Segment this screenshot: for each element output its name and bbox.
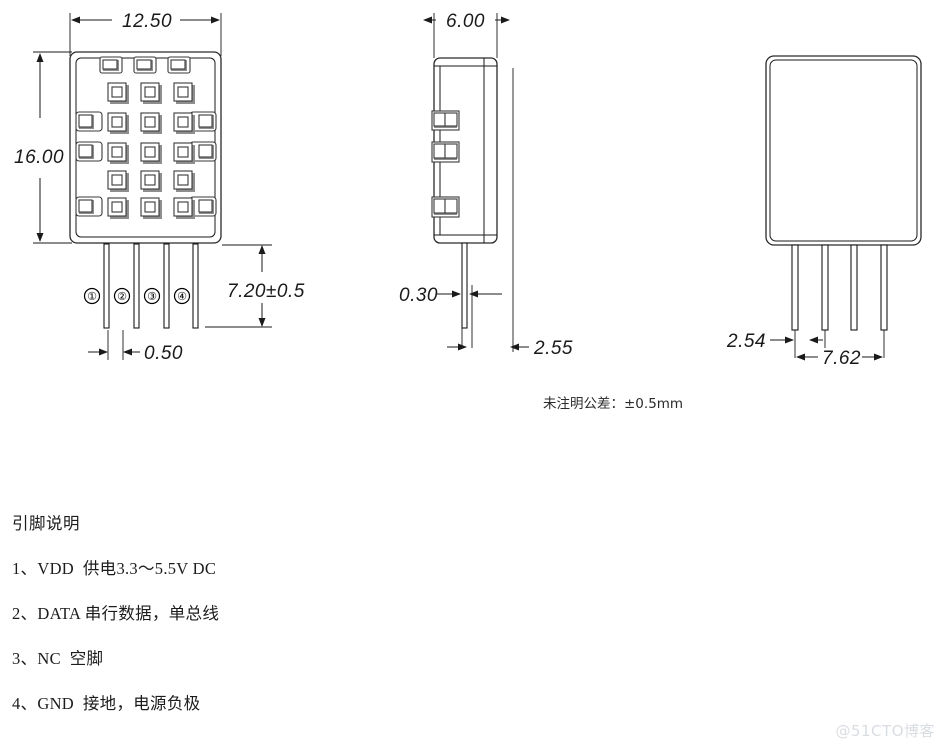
- dimension-front-width-label: 12.50: [122, 11, 172, 32]
- dimension-front-pin-width: 0.50: [88, 343, 183, 364]
- dimension-side-thickness: 6.00: [423, 11, 510, 32]
- dimension-rear-pin-span-label: 7.62: [822, 348, 861, 369]
- pin-marker-2: ②: [113, 287, 131, 305]
- dimension-side-pin-thickness-label: 0.30: [399, 285, 438, 306]
- dimension-rear-pin-pitch: 2.54: [726, 331, 823, 352]
- front-left-tabs: [75, 111, 103, 217]
- legend-title: 引脚说明: [12, 514, 80, 533]
- dimension-side-pin-offset: 2.55: [447, 338, 573, 359]
- dimension-rear-pin-pitch-label: 2.54: [726, 331, 766, 352]
- dimension-rear-pin-span: 7.62: [796, 348, 883, 369]
- front-pin-markers: ① ② ③ ④: [83, 287, 191, 305]
- dimension-front-height-label: 16.00: [14, 147, 64, 168]
- dimension-front-width: 12.50: [71, 11, 220, 32]
- tolerance-note: 未注明公差：±0.5mm: [543, 396, 684, 412]
- legend-item-2: 2、DATA 串行数据，单总线: [12, 604, 220, 623]
- pin-marker-3-label: ③: [147, 291, 157, 303]
- pin-description-legend: 引脚说明 1、VDD 供电3.3～5.5V DC 2、DATA 串行数据，单总线…: [12, 510, 572, 735]
- rear-pins: [791, 244, 888, 331]
- dimension-front-pin-width-label: 0.50: [144, 343, 183, 364]
- dimension-side-pin-thickness: 0.30: [399, 285, 502, 306]
- dimension-front-pin-length-label: 7.20±0.5: [227, 281, 305, 302]
- legend-item-4: 4、GND 接地，电源负极: [12, 694, 201, 713]
- pin-marker-3: ③: [143, 287, 161, 305]
- front-view: 12.50 16.00: [14, 11, 305, 364]
- front-top-tabs: [99, 56, 191, 74]
- front-vent-hole-grid: [107, 82, 195, 219]
- pin-marker-2-label: ②: [117, 291, 127, 303]
- legend-item-1: 1、VDD 供电3.3～5.5V DC: [12, 559, 217, 578]
- dimension-side-thickness-label: 6.00: [446, 11, 485, 32]
- dimension-front-pin-length: 7.20±0.5: [227, 245, 305, 327]
- side-view: 6.00: [399, 11, 573, 359]
- front-pins: [103, 243, 199, 329]
- dimension-front-height: 16.00: [14, 53, 64, 242]
- front-extension-lines: [33, 13, 272, 360]
- front-right-tabs: [189, 111, 217, 217]
- legend-item-3: 3、NC 空脚: [12, 649, 104, 668]
- side-tabs: [431, 110, 460, 218]
- pin-marker-1-label: ①: [87, 291, 97, 303]
- side-pin: [461, 242, 468, 329]
- dimension-side-pin-offset-label: 2.55: [533, 338, 573, 359]
- rear-body: [765, 55, 922, 246]
- pin-marker-4: ④: [173, 287, 191, 305]
- rear-view: 2.54 7.62: [726, 55, 922, 369]
- pin-marker-1: ①: [83, 287, 101, 305]
- pin-marker-4-label: ④: [177, 291, 187, 303]
- watermark: @51CTO博客: [835, 722, 935, 740]
- rear-extension-lines: [794, 330, 885, 358]
